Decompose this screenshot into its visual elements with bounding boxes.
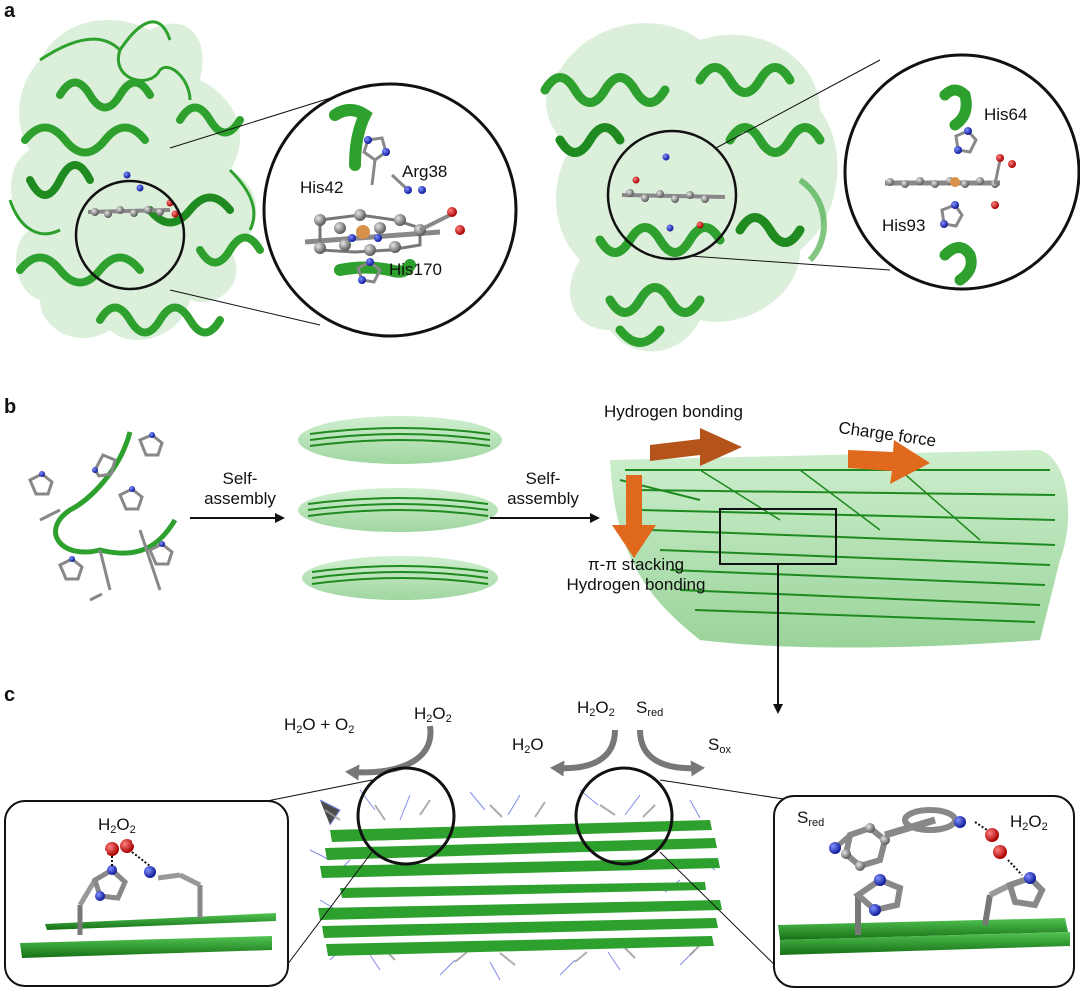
pi-stacking-arrow [612,475,656,558]
hydrogen-bonding-arrow [650,428,742,466]
label-peroxidase-h2o2: H2O2 [577,698,615,719]
zoom-right [843,53,1080,291]
heme-left [87,171,179,218]
label-self-assembly-1: Self-assembly [204,469,276,508]
label-catalase-reactant: H2O2 [414,704,452,725]
label-his170: His170 [389,260,442,279]
label-inset-right-sred: Sred [797,808,825,829]
heme-right [621,153,726,232]
panel-letter-b: b [4,396,17,418]
fibril-assembly [610,450,1069,648]
zoom-circle-small-left [74,179,186,291]
zoom-circle-peroxidase [574,766,674,866]
label-peroxidase-sred: Sred [636,698,664,719]
protein-left [8,20,264,340]
label-hydrogen-bonding-top: Hydrogen bonding [604,402,743,421]
label-self-assembly-2: Self-assembly [507,469,579,508]
panel-letter-c: c [4,684,16,706]
beta-sheet-stack [298,416,502,600]
inset-right [773,795,1075,988]
label-catalase-product: H2O + O2 [284,715,355,736]
panel-letter-a: a [4,0,16,22]
protein-right [540,23,838,352]
label-his42: His42 [300,178,344,197]
peroxidase-curve-left [550,729,618,777]
label-arg38: Arg38 [402,162,448,181]
label-inset-right-h2o2: H2O2 [1010,812,1048,833]
charge-force-arrow [848,440,930,484]
peptide-monomer [28,431,178,602]
label-his93: His93 [882,216,926,235]
zoom-circle-catalase [356,766,456,866]
zoom-circle-small-right [606,129,738,261]
zoom-left [262,82,518,338]
peroxidase-curve-right [637,729,705,777]
label-peroxidase-sox: Sox [708,735,731,756]
catalase-curve-arrow [345,725,434,781]
inset-left [4,800,289,987]
label-peroxidase-h2o: H2O [512,735,544,756]
central-fibril [300,766,722,995]
label-inset-left-h2o2: H2O2 [98,815,136,836]
label-his64: His64 [984,105,1028,124]
